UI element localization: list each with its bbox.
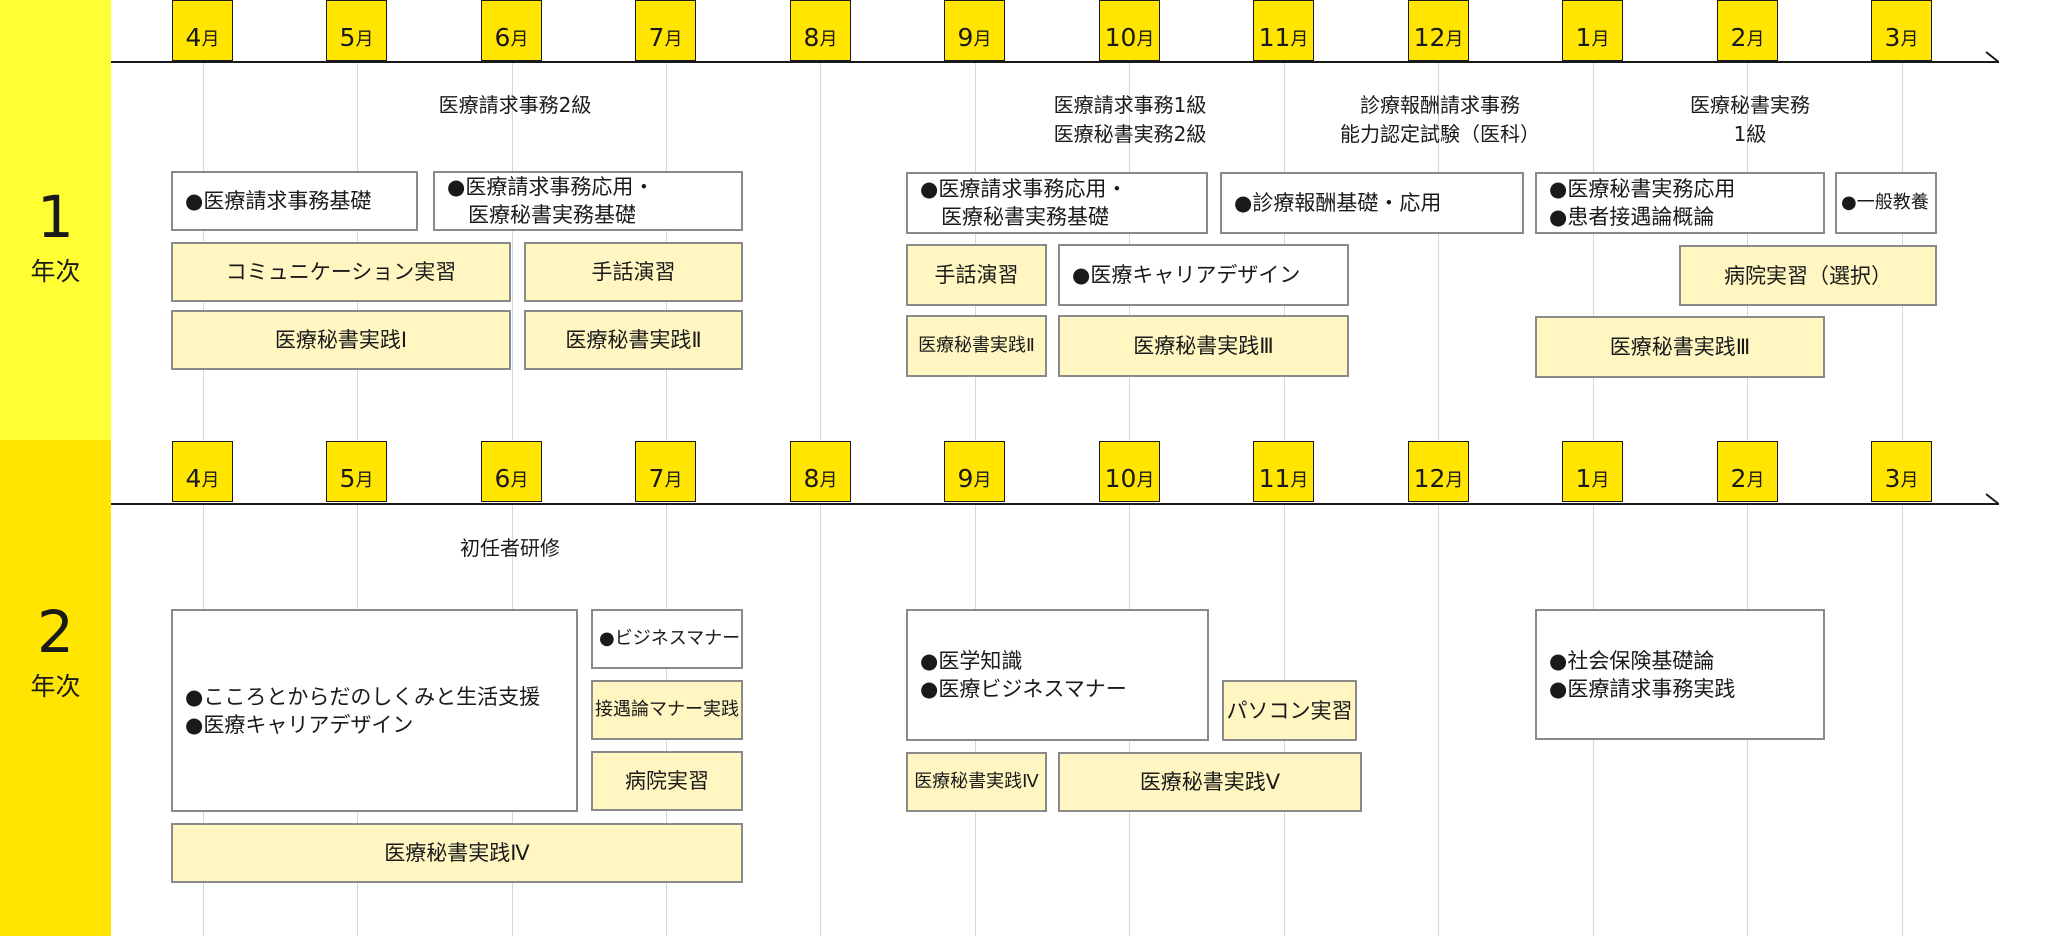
month-gridline — [820, 505, 821, 936]
practice-block: パソコン実習 — [1222, 680, 1357, 741]
practice-block: 医療秘書実践Ⅴ — [1058, 752, 1362, 812]
practice-block: コミュニケーション実習 — [171, 242, 511, 302]
year-1-band: 1 年次 — [0, 0, 111, 440]
exam-label: 医療請求事務2級 — [438, 93, 592, 117]
practice-block: 医療秘書実践Ⅳ — [906, 752, 1047, 812]
course-block: ●医学知識 ●医療ビジネスマナー — [906, 609, 1209, 741]
timeline-axis — [111, 503, 1999, 505]
practice-block: 手話演習 — [906, 244, 1047, 306]
month-gridline — [1438, 505, 1439, 936]
course-block: ●社会保険基礎論 ●医療請求事務実践 — [1535, 609, 1825, 740]
exam-label: 初任者研修 — [460, 536, 560, 560]
course-block: ●医療請求事務応用・ 医療秘書実務基礎 — [906, 172, 1208, 234]
course-block: ●医療請求事務応用・ 医療秘書実務基礎 — [433, 171, 743, 231]
practice-block: 手話演習 — [524, 242, 743, 302]
month-gridline — [1593, 62, 1594, 440]
practice-block: 医療秘書実践Ⅳ — [171, 823, 743, 883]
course-block: ●ビジネスマナー — [591, 609, 743, 669]
month-gridline — [1438, 62, 1439, 440]
month-gridline — [1902, 505, 1903, 936]
year-1-number: 1 — [37, 183, 74, 251]
practice-block: 医療秘書実践Ⅱ — [524, 310, 743, 370]
practice-block: 医療秘書実践Ⅲ — [1058, 315, 1349, 377]
course-block: ●医療キャリアデザイン — [1058, 244, 1349, 306]
practice-block: 病院実習 — [591, 751, 743, 811]
course-block: ●診療報酬基礎・応用 — [1220, 172, 1524, 234]
course-block: ●一般教養 — [1835, 172, 1937, 234]
course-block: ●こころとからだのしくみと生活支援 ●医療キャリアデザイン — [171, 609, 578, 812]
practice-block: 医療秘書実践Ⅲ — [1535, 316, 1825, 378]
year-1-unit: 年次 — [30, 257, 81, 286]
course-block: ●医療請求事務基礎 — [171, 171, 418, 231]
practice-block: 病院実習（選択） — [1679, 245, 1937, 306]
practice-block: 接遇論マナー実践 — [591, 680, 743, 740]
practice-block: 医療秘書実践Ⅰ — [171, 310, 511, 370]
practice-block: 医療秘書実践Ⅱ — [906, 315, 1047, 377]
exam-label: 医療請求事務1級 医療秘書実務2級 — [1053, 93, 1207, 146]
month-gridline — [512, 62, 513, 440]
timeline-axis — [111, 61, 1999, 63]
year-2-unit: 年次 — [30, 672, 81, 701]
year-2-band: 2 年次 — [0, 440, 111, 936]
month-gridline — [820, 62, 821, 440]
course-block: ●医療秘書実務応用 ●患者接遇論概論 — [1535, 172, 1825, 234]
exam-label: 診療報酬請求事務 能力認定試験（医科） — [1340, 93, 1540, 146]
year-2-number: 2 — [37, 598, 74, 666]
exam-label: 医療秘書実務 1級 — [1690, 93, 1810, 146]
